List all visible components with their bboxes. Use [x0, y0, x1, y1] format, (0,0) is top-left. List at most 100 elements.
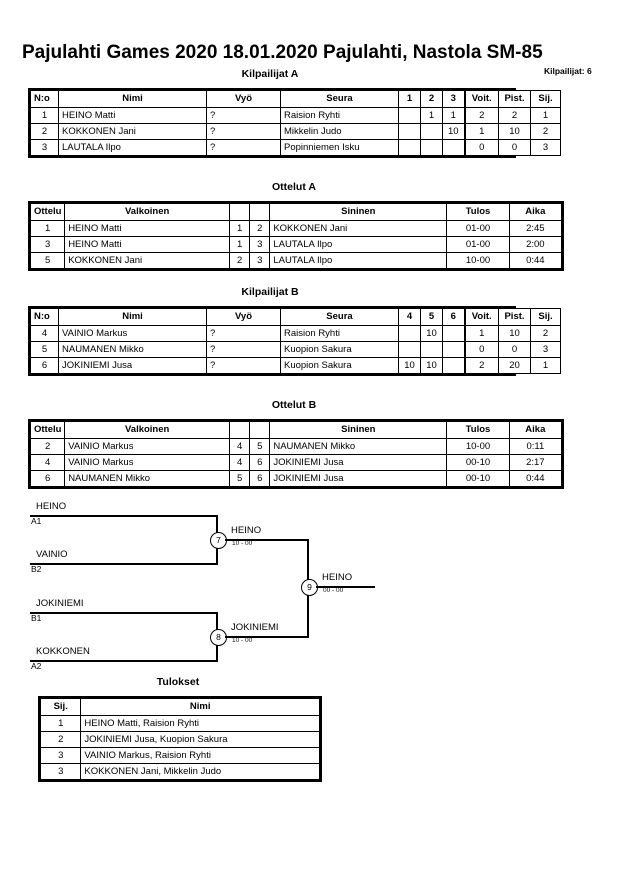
cell-no: 4: [30, 325, 59, 342]
cell-result: 00-10: [446, 454, 510, 471]
page-title: Pajulahti Games 2020 18.01.2020 Pajulaht…: [22, 42, 543, 63]
cell-result: 10-00: [446, 252, 510, 269]
matches-a-title: Ottelut A: [272, 181, 316, 193]
col-blue: Sininen: [269, 203, 448, 221]
col-result: Tulos: [446, 203, 510, 221]
cell-white-no: 1: [229, 220, 251, 237]
cell-belt: ?: [206, 123, 281, 140]
bracket-line: [30, 515, 218, 517]
cell-blue-no: 2: [249, 220, 271, 237]
cell-rank: 2: [39, 731, 82, 748]
cell-white-no: 4: [229, 454, 251, 471]
cell-name: JOKINIEMI Jusa, Kuopion Sakura: [80, 731, 320, 748]
col-club: Seura: [280, 308, 399, 326]
cell-rank: 1: [530, 357, 561, 374]
cell-m1: [398, 123, 421, 140]
col-club: Seura: [280, 90, 399, 108]
bracket-entry-seed: A2: [31, 661, 42, 671]
cell-club: Mikkelin Judo: [280, 123, 399, 140]
cell-blue-no: 3: [249, 236, 271, 253]
cell-white: HEINO Matti: [64, 220, 231, 237]
table-row: 1 HEINO Matti, Raision Ryhti: [39, 715, 320, 732]
table-row: 3 VAINIO Markus, Raision Ryhti: [39, 747, 320, 764]
bracket-node-winner: JOKINIEMI: [231, 622, 279, 633]
col-name: Nimi: [58, 90, 207, 108]
cell-match: 2: [29, 438, 66, 455]
cell-time: 0:44: [508, 470, 563, 487]
cell-m3: 1: [442, 107, 465, 124]
elimination-bracket: HEINO A1 VAINIO B2 7 HEINO 10 - 00 JOKIN…: [0, 495, 630, 675]
cell-name: HEINO Matti, Raision Ryhti: [80, 715, 320, 732]
cell-name: VAINIO Markus: [58, 325, 207, 342]
cell-blue-no: 6: [249, 454, 271, 471]
cell-white-no: 5: [229, 470, 251, 487]
col-m6: 6: [442, 308, 465, 326]
cell-name: LAUTALA Ilpo: [58, 139, 207, 156]
cell-name: KOKKONEN Jani: [58, 123, 207, 140]
cell-points: 2: [498, 107, 531, 124]
cell-blue: JOKINIEMI Jusa: [269, 470, 448, 487]
cell-m1: [398, 139, 421, 156]
col-rank: Sij.: [530, 90, 561, 108]
bracket-node-winner: HEINO: [231, 525, 262, 536]
cell-rank: 1: [39, 715, 82, 732]
cell-rank: 3: [39, 747, 82, 764]
bracket-entry-name: HEINO: [36, 501, 67, 512]
table-row: 2 JOKINIEMI Jusa, Kuopion Sakura: [39, 731, 320, 748]
cell-white: VAINIO Markus: [64, 438, 231, 455]
cell-belt: ?: [206, 341, 281, 358]
table-row: 3 HEINO Matti 1 3 LAUTALA Ilpo 01-00 2:0…: [29, 236, 563, 253]
cell-white-no: 2: [229, 252, 251, 269]
cell-name: HEINO Matti: [58, 107, 207, 124]
pool-b-title: Kilpailijat B: [241, 286, 299, 298]
cell-result: 10-00: [446, 438, 510, 455]
table-row: 5 NAUMANEN Mikko ? Kuopion Sakura 0 0 3: [30, 341, 561, 358]
cell-result: 01-00: [446, 220, 510, 237]
bracket-entry-name: KOKKONEN: [36, 646, 90, 657]
col-m5: 5: [420, 308, 443, 326]
table-row: 5 KOKKONEN Jani 2 3 LAUTALA Ilpo 10-00 0…: [29, 252, 563, 269]
cell-white-no: 1: [229, 236, 251, 253]
cell-m3: 10: [442, 123, 465, 140]
cell-name: KOKKONEN Jani, Mikkelin Judo: [80, 763, 320, 780]
bracket-node-score: 10 - 00: [232, 637, 253, 644]
table-row: 4 VAINIO Markus 4 6 JOKINIEMI Jusa 00-10…: [29, 454, 563, 471]
bracket-line: [225, 539, 309, 541]
col-time: Aika: [508, 421, 563, 439]
cell-time: 0:11: [508, 438, 563, 455]
results-table: Sij. Nimi 1 HEINO Matti, Raision Ryhti 2…: [38, 696, 322, 782]
cell-name: JOKINIEMI Jusa: [58, 357, 207, 374]
col-m4: 4: [398, 308, 421, 326]
col-blue-no: [249, 203, 271, 221]
cell-rank: 2: [530, 123, 561, 140]
table-header-row: Ottelu Valkoinen Sininen Tulos Aika: [29, 421, 563, 439]
bracket-node-score: 10 - 00: [232, 540, 253, 547]
col-name: Nimi: [80, 698, 320, 716]
cell-blue-no: 5: [249, 438, 271, 455]
col-belt: Vyö: [206, 308, 281, 326]
pool-a-title: Kilpailijat A: [241, 68, 299, 80]
table-row: 4 VAINIO Markus ? Raision Ryhti 10 1 10 …: [30, 325, 561, 342]
col-no: N:o: [30, 90, 59, 108]
cell-belt: ?: [206, 107, 281, 124]
col-blue-no: [249, 421, 271, 439]
cell-match: 4: [29, 454, 66, 471]
cell-no: 2: [30, 123, 59, 140]
cell-white: VAINIO Markus: [64, 454, 231, 471]
col-m2: 2: [420, 90, 443, 108]
cell-rank: 1: [530, 107, 561, 124]
bracket-line: [30, 563, 218, 565]
cell-blue: KOKKONEN Jani: [269, 220, 448, 237]
cell-name: VAINIO Markus, Raision Ryhti: [80, 747, 320, 764]
col-m3: 3: [442, 90, 465, 108]
pool-a-table: N:o Nimi Vyö Seura 1 2 3 Voit. Pist. Sij…: [28, 88, 561, 158]
col-wins: Voit.: [463, 308, 499, 326]
cell-wins: 2: [463, 107, 499, 124]
bracket-entry-name: JOKINIEMI: [36, 598, 84, 609]
col-white: Valkoinen: [64, 421, 231, 439]
cell-belt: ?: [206, 357, 281, 374]
table-header-row: N:o Nimi Vyö Seura 4 5 6 Voit. Pist. Sij…: [30, 308, 561, 326]
cell-m3: [442, 139, 465, 156]
col-match: Ottelu: [29, 421, 66, 439]
cell-time: 0:44: [508, 252, 563, 269]
